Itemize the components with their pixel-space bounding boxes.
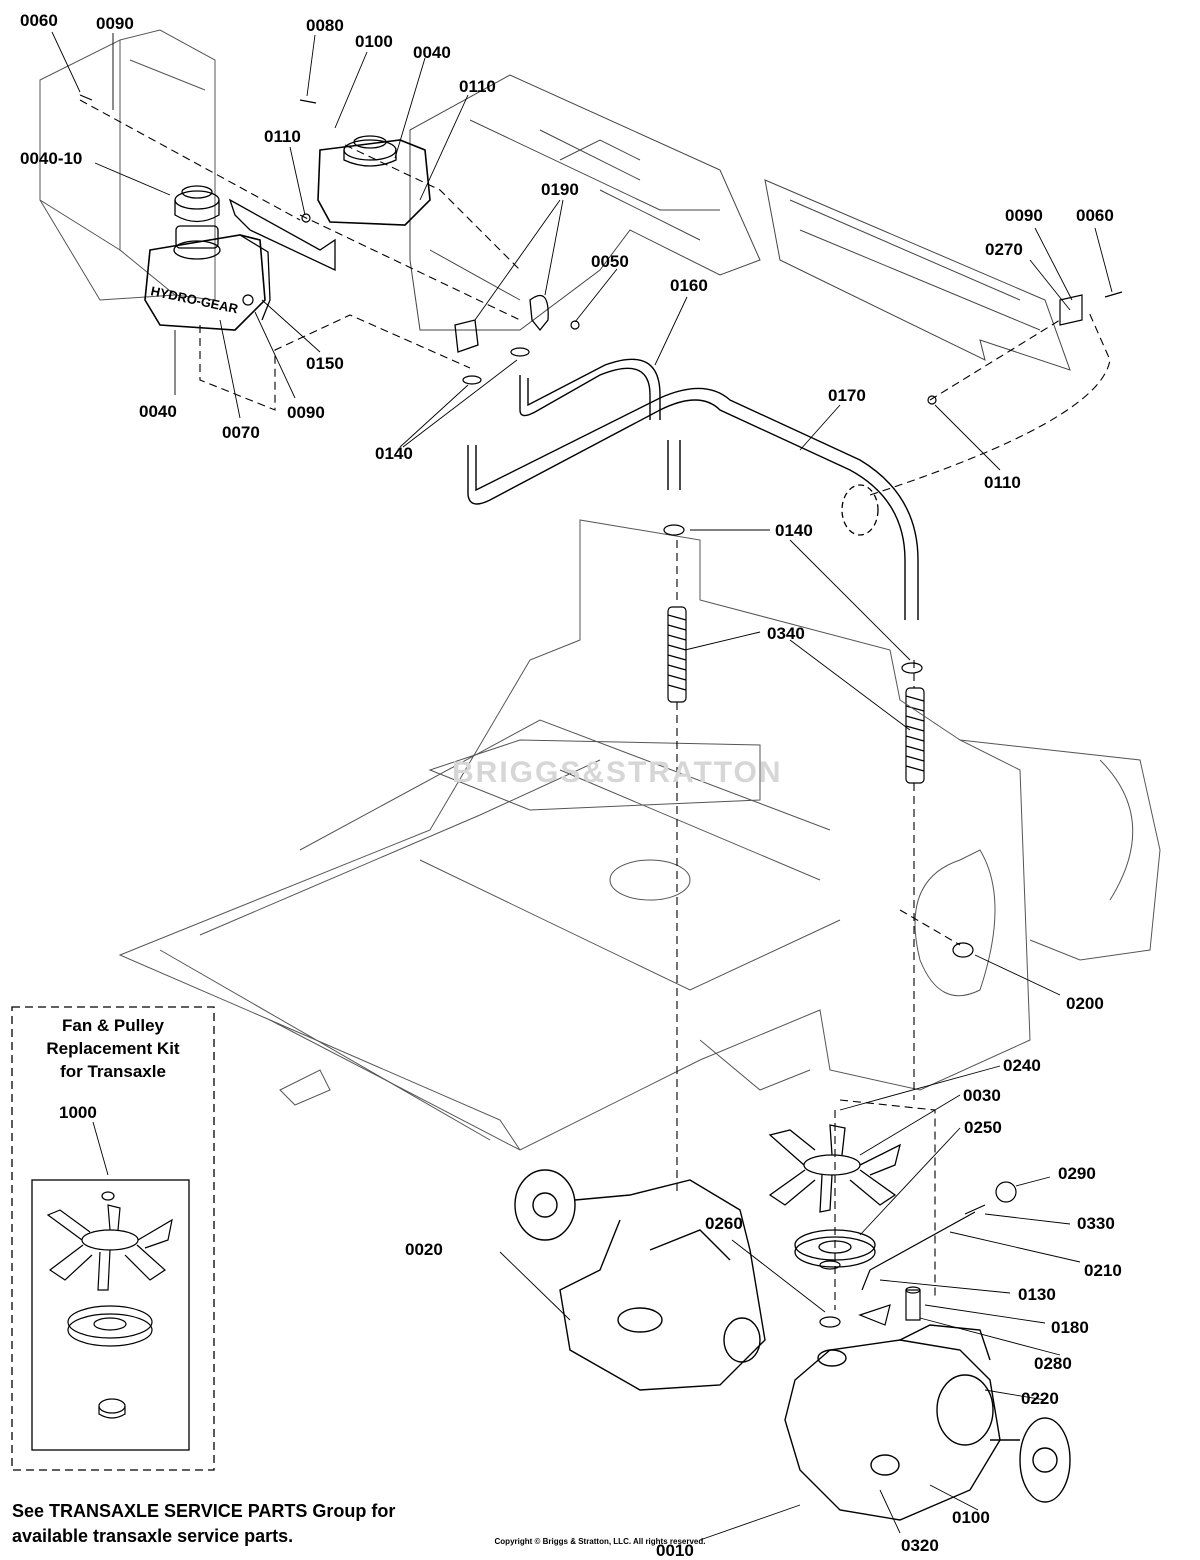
callout-1000: 1000	[59, 1103, 97, 1122]
callout-0340: 0340	[767, 624, 805, 643]
callout-0040-left: 0040	[139, 402, 177, 421]
callout-0190: 0190	[541, 180, 579, 199]
kit-leader	[92, 1121, 109, 1176]
kit-pulley	[67, 1305, 153, 1347]
callout-0260: 0260	[705, 1214, 743, 1233]
assembly-guides	[79, 99, 1111, 1310]
callout-0220: 0220	[1021, 1389, 1059, 1408]
transaxle-left-0020	[514, 1169, 766, 1391]
kit-title-line-1: Fan & Pulley	[61, 1016, 165, 1035]
callout-0210: 0210	[1084, 1261, 1122, 1280]
callout-0280: 0280	[1034, 1354, 1072, 1373]
clip-0190-left	[454, 319, 479, 353]
callout-0060-right: 0060	[1076, 206, 1114, 225]
upper-left-bracket	[39, 29, 216, 301]
callout-0080: 0080	[306, 16, 344, 35]
svg-text:HYDRO-GEAR: HYDRO-GEAR	[149, 283, 240, 316]
bypass-rod-0210	[861, 1181, 1017, 1291]
callout-0090-right: 0090	[1005, 206, 1043, 225]
copyright-notice: Copyright © Briggs & Stratton, LLC. All …	[494, 1537, 706, 1546]
kit-hub	[98, 1398, 126, 1419]
service-parts-note: See TRANSAXLE SERVICE PARTS Group for av…	[12, 1499, 395, 1549]
callout-0330: 0330	[1077, 1214, 1115, 1233]
tank-bracket-0150	[228, 198, 336, 272]
spring-0340-left	[667, 606, 687, 703]
kit-inset-dashed-border	[11, 1006, 215, 1471]
small-hardware	[79, 94, 1123, 1328]
callout-0030: 0030	[963, 1086, 1001, 1105]
right-rear-plate	[764, 179, 1071, 371]
callout-0200: 0200	[1066, 994, 1104, 1013]
callout-0180: 0180	[1051, 1318, 1089, 1337]
kit-title: Fan & Pulley Replacement Kit for Transax…	[14, 1014, 212, 1083]
kit-title-line-2: Replacement Kit	[46, 1039, 180, 1058]
callout-0090-left: 0090	[96, 14, 134, 33]
clip-0190-right	[529, 294, 549, 332]
callout-0110-top-left: 0110	[264, 127, 301, 146]
hose-detail-circle	[841, 484, 879, 536]
brand-watermark: BRIGGS&STRATTON	[452, 756, 783, 789]
callout-0160: 0160	[670, 276, 708, 295]
callout-0270: 0270	[985, 240, 1023, 259]
callout-0240: 0240	[1003, 1056, 1041, 1075]
service-parts-note-line-2: available transaxle service parts.	[12, 1526, 294, 1546]
callout-0110-top-right: 0110	[459, 77, 496, 96]
callout-0020: 0020	[405, 1240, 443, 1259]
callout-0150: 0150	[306, 354, 344, 373]
callout-leaders	[51, 31, 1113, 1541]
callout-0290: 0290	[1058, 1164, 1096, 1183]
callout-0100-bottom: 0100	[952, 1508, 990, 1527]
callout-0250: 0250	[964, 1118, 1002, 1137]
kit-fan	[46, 1191, 173, 1291]
transaxle-right-0010	[784, 1324, 1071, 1521]
callout-0050: 0050	[591, 252, 629, 271]
hose-0160	[519, 358, 661, 420]
hydraulic-tank-top	[317, 135, 431, 226]
tank-cap-0040-10	[174, 185, 220, 223]
chassis-frame	[118, 519, 1161, 1151]
callout-0040-10: 0040-10	[20, 149, 83, 168]
hose-0170	[467, 387, 919, 620]
callout-0100-top: 0100	[355, 32, 393, 51]
spring-0340-right	[905, 687, 925, 784]
rear-tower-frame	[409, 74, 761, 331]
hydraulic-tank-left: HYDRO-GEAR	[144, 225, 271, 331]
callout-0170: 0170	[828, 386, 866, 405]
pulley-0250	[794, 1229, 876, 1268]
fan-0030	[768, 1124, 901, 1213]
kit-inset-panel	[31, 1179, 190, 1451]
callout-0320: 0320	[901, 1536, 939, 1555]
callout-0140-mid: 0140	[775, 521, 813, 540]
kit-title-line-3: for Transaxle	[60, 1062, 166, 1081]
callout-0140-left: 0140	[375, 444, 413, 463]
callout-0090-mid: 0090	[287, 403, 325, 422]
callout-0070: 0070	[222, 423, 260, 442]
service-parts-note-line-1: See TRANSAXLE SERVICE PARTS Group for	[12, 1501, 396, 1521]
callout-0060-left: 0060	[20, 11, 58, 30]
callout-0110-right: 0110	[984, 473, 1021, 492]
callout-0130: 0130	[1018, 1285, 1056, 1304]
callout-0040-top: 0040	[413, 43, 451, 62]
